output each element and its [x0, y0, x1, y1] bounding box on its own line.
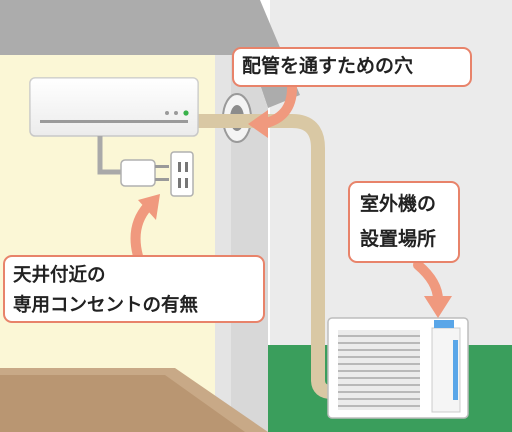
callout-outdoor-unit-line1: 室外機の [360, 193, 437, 215]
roof [0, 0, 300, 108]
callout-dedicated-outlet: 天井付近の 専用コンセントの有無 [3, 255, 265, 323]
callout-pipe-hole: 配管を通すための穴 [232, 47, 472, 87]
indoor-ac-unit [29, 77, 199, 137]
callout-outlet-line2: 専用コンセントの有無 [13, 295, 199, 316]
arrow-to-pipe-hole [248, 83, 297, 138]
refrigerant-pipe [195, 114, 345, 399]
callout-outdoor-unit-location: 室外機の 設置場所 [348, 181, 460, 263]
callout-outdoor-unit-line2: 設置場所 [360, 228, 437, 250]
power-cord [97, 136, 123, 175]
outdoor-ac-unit [327, 317, 469, 419]
callout-pipe-hole-text: 配管を通すための穴 [242, 55, 414, 77]
wall-outlet [170, 151, 194, 197]
callout-outlet-line1: 天井付近の [13, 265, 106, 286]
power-plug [120, 159, 169, 187]
arrow-to-outlet [130, 194, 160, 261]
arrow-to-outdoor-unit [413, 260, 452, 318]
